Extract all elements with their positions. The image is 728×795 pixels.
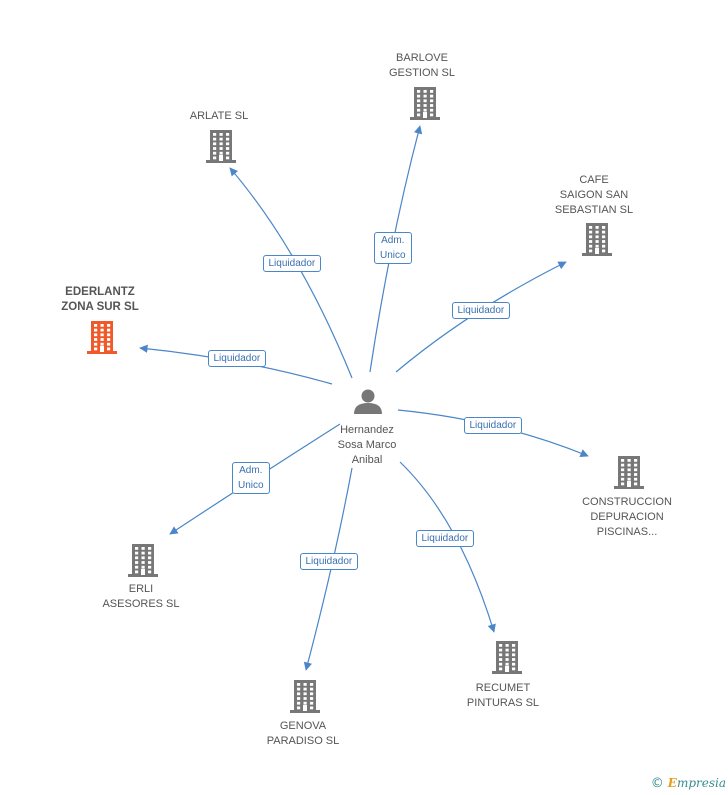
edge-label-arlate[interactable]: Liquidador [262, 254, 322, 272]
building-icon-genova[interactable] [290, 680, 320, 713]
edge-recumet [399, 461, 496, 633]
edge-label-barlove[interactable]: Adm. Unico [374, 232, 412, 264]
building-icon-arlate[interactable] [206, 130, 236, 163]
building-icon-barlove[interactable] [410, 87, 440, 120]
edge-label-ederlantz[interactable]: Liquidador [207, 349, 267, 367]
copyright-icon: © [650, 776, 664, 791]
building-icon-recumet[interactable] [492, 641, 522, 674]
edge-label-cafe[interactable]: Liquidador [451, 301, 511, 319]
node-label-construccion[interactable]: CONSTRUCCION DEPURACION PISCINAS... [582, 496, 672, 538]
person-icon[interactable] [354, 389, 382, 415]
node-label-arlate[interactable]: ARLATE SL [189, 110, 249, 122]
node-label-barlove[interactable]: BARLOVE GESTION SL [388, 52, 456, 79]
building-icon-construccion[interactable] [614, 456, 644, 489]
edge-label-erli[interactable]: Adm. Unico [232, 462, 270, 494]
node-label-cafe[interactable]: CAFE SAIGON SAN SEBASTIAN SL [554, 174, 634, 216]
node-label-erli[interactable]: ERLI ASESORES SL [102, 583, 180, 610]
edge-label-recumet[interactable]: Liquidador [415, 529, 475, 547]
node-label-recumet[interactable]: RECUMET PINTURAS SL [466, 682, 540, 709]
building-icon-ederlantz[interactable] [87, 321, 117, 354]
center-person-label[interactable]: Hernandez Sosa Marco Anibal [337, 424, 397, 466]
edge-label-genova[interactable]: Liquidador [299, 552, 359, 570]
brand-logo-initial: E [667, 776, 677, 790]
brand-logo-text: mpresia [676, 776, 726, 790]
edge-arlate [229, 167, 353, 379]
edge-label-construccion[interactable]: Liquidador [463, 416, 523, 434]
building-icon-erli[interactable] [128, 544, 158, 577]
node-label-genova[interactable]: GENOVA PARADISO SL [266, 720, 340, 747]
building-icon-cafe[interactable] [582, 223, 612, 256]
copyright-notice: ©Empresia [651, 776, 726, 791]
node-label-ederlantz[interactable]: EDERLANTZ ZONA SUR SL [61, 286, 139, 313]
